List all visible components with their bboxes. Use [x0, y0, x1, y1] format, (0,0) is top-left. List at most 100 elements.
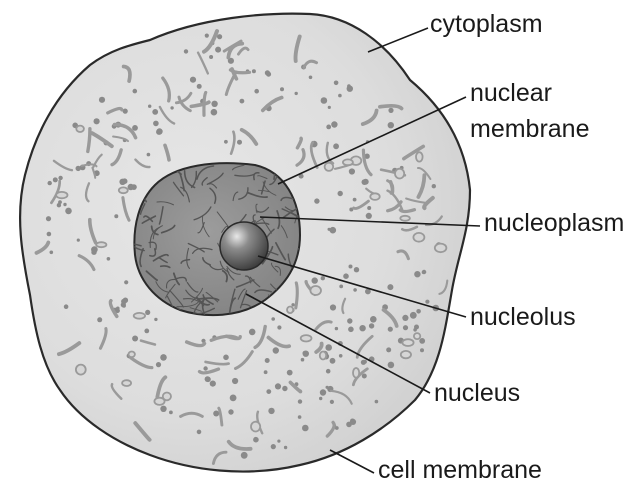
cytoplasm-granule	[331, 121, 337, 127]
cytoplasm-granule	[326, 125, 331, 130]
vesicle	[310, 286, 321, 295]
cytoplasm-granule	[275, 383, 281, 389]
cytoplasm-granule	[210, 381, 216, 387]
cytoplasm-granule	[335, 327, 338, 330]
cytoplasm-granule	[252, 69, 256, 73]
cytoplasm-granule	[47, 232, 52, 237]
cytoplasm-granule	[343, 273, 349, 279]
cytoplasm-granule	[347, 86, 353, 92]
cytoplasm-granule	[223, 355, 229, 361]
cytoplasm-granule	[287, 370, 293, 376]
cytoplasm-granule	[271, 444, 276, 449]
nucleolus-body	[220, 222, 268, 270]
vesicle	[402, 339, 413, 346]
cytoplasm-granule	[413, 328, 417, 332]
cytoplasm-granule	[422, 270, 426, 274]
cytoplasm-granule	[190, 77, 196, 83]
cytoplasm-granule	[328, 228, 331, 231]
cytoplasm-granule	[46, 216, 51, 221]
cytoplasm-granule	[215, 47, 221, 53]
cytoplasm-granule	[205, 376, 211, 382]
cytoplasm-granule	[402, 315, 408, 321]
cytoplasm-granule	[144, 329, 149, 334]
cytoplasm-granule	[211, 101, 217, 107]
cytoplasm-granule	[152, 109, 158, 115]
cytoplasm-granule	[64, 304, 69, 309]
cytoplasm-granule	[277, 325, 281, 329]
cytoplasm-granule	[325, 344, 332, 351]
cytoplasm-granule	[132, 336, 138, 342]
cytoplasm-granule	[230, 395, 237, 402]
cytoplasm-granule	[224, 140, 228, 144]
cytoplasm-granule	[314, 198, 319, 203]
cytoplasm-granule	[53, 177, 58, 182]
cytoplasm-granule	[354, 267, 359, 272]
cytoplasm-granule	[326, 386, 329, 389]
cytoplasm-granule	[50, 251, 54, 255]
cytoplasm-granule	[367, 206, 371, 210]
cytoplasm-granule	[209, 55, 213, 59]
cytoplasm-granule	[366, 213, 372, 219]
vesicle	[129, 352, 135, 358]
cytoplasm-granule	[197, 84, 202, 89]
cytoplasm-granule	[330, 400, 334, 404]
cytoplasm-granule	[156, 362, 161, 367]
cytoplasm-granule	[347, 318, 352, 323]
cytoplasm-granule	[160, 406, 166, 412]
cytoplasm-granule	[386, 347, 391, 352]
cytoplasm-granule	[58, 176, 62, 180]
cytoplasm-granule	[77, 239, 80, 242]
cytoplasm-granule	[116, 307, 120, 311]
cytoplasm-granule	[107, 257, 111, 261]
vesicle	[400, 216, 410, 221]
cytoplasm-granule	[277, 440, 280, 443]
cytoplasm-granule	[147, 153, 151, 157]
cytoplasm-granule	[321, 97, 328, 104]
vesicle	[56, 192, 67, 198]
cytoplasm-granule	[249, 329, 256, 336]
vesicle	[413, 233, 424, 242]
cytoplasm-granule	[76, 166, 81, 171]
cytoplasm-granule	[326, 369, 331, 374]
cytoplasm-granule	[217, 34, 222, 39]
vesicle	[96, 242, 106, 247]
cytoplasm-granule	[353, 198, 357, 202]
cytoplasm-granule	[160, 354, 167, 361]
cytoplasm-leader	[368, 28, 428, 52]
cytoplasm-label: cytoplasm	[430, 10, 543, 38]
cytoplasm-granule	[387, 284, 393, 290]
cytoplasm-granule	[264, 370, 268, 374]
nuclear-membrane-label-line1: nuclear	[470, 79, 552, 107]
cytoplasm-granule	[123, 109, 128, 114]
cytoplasm-granule	[302, 425, 309, 432]
cytoplasm-granule	[348, 327, 354, 333]
cytoplasm-granule	[346, 422, 352, 428]
cytoplasm-granule	[432, 184, 436, 188]
cytoplasm-granule	[410, 312, 417, 319]
cytoplasm-granule	[420, 348, 424, 352]
cytoplasm-granule	[388, 108, 393, 113]
cytoplasm-granule	[333, 143, 339, 149]
cytoplasm-granule	[170, 106, 173, 109]
cytoplasm-granule	[303, 351, 309, 357]
cytoplasm-granule	[232, 378, 238, 384]
cytoplasm-granule	[369, 323, 374, 328]
cytoplasm-granule	[266, 389, 271, 394]
cytoplasm-granule	[349, 265, 353, 269]
cytoplasm-granule	[362, 179, 368, 185]
cytoplasm-granule	[301, 358, 305, 362]
cytoplasm-granule	[291, 303, 294, 306]
vesicle	[134, 313, 145, 319]
cytoplasm-granule	[203, 366, 207, 370]
vesicle	[301, 335, 312, 341]
cytoplasm-granule	[156, 129, 161, 134]
vesicle	[370, 193, 379, 200]
cytoplasm-granule	[339, 354, 343, 358]
nucleolus-label: nucleolus	[470, 303, 576, 331]
cytoplasm-granule	[282, 386, 287, 391]
cytoplasm-granule	[145, 310, 150, 315]
cytoplasm-granule	[128, 184, 134, 190]
cytoplasm-granule	[153, 121, 159, 127]
cytoplasm-granule	[265, 70, 270, 75]
cytoplasm-granule	[349, 168, 355, 174]
